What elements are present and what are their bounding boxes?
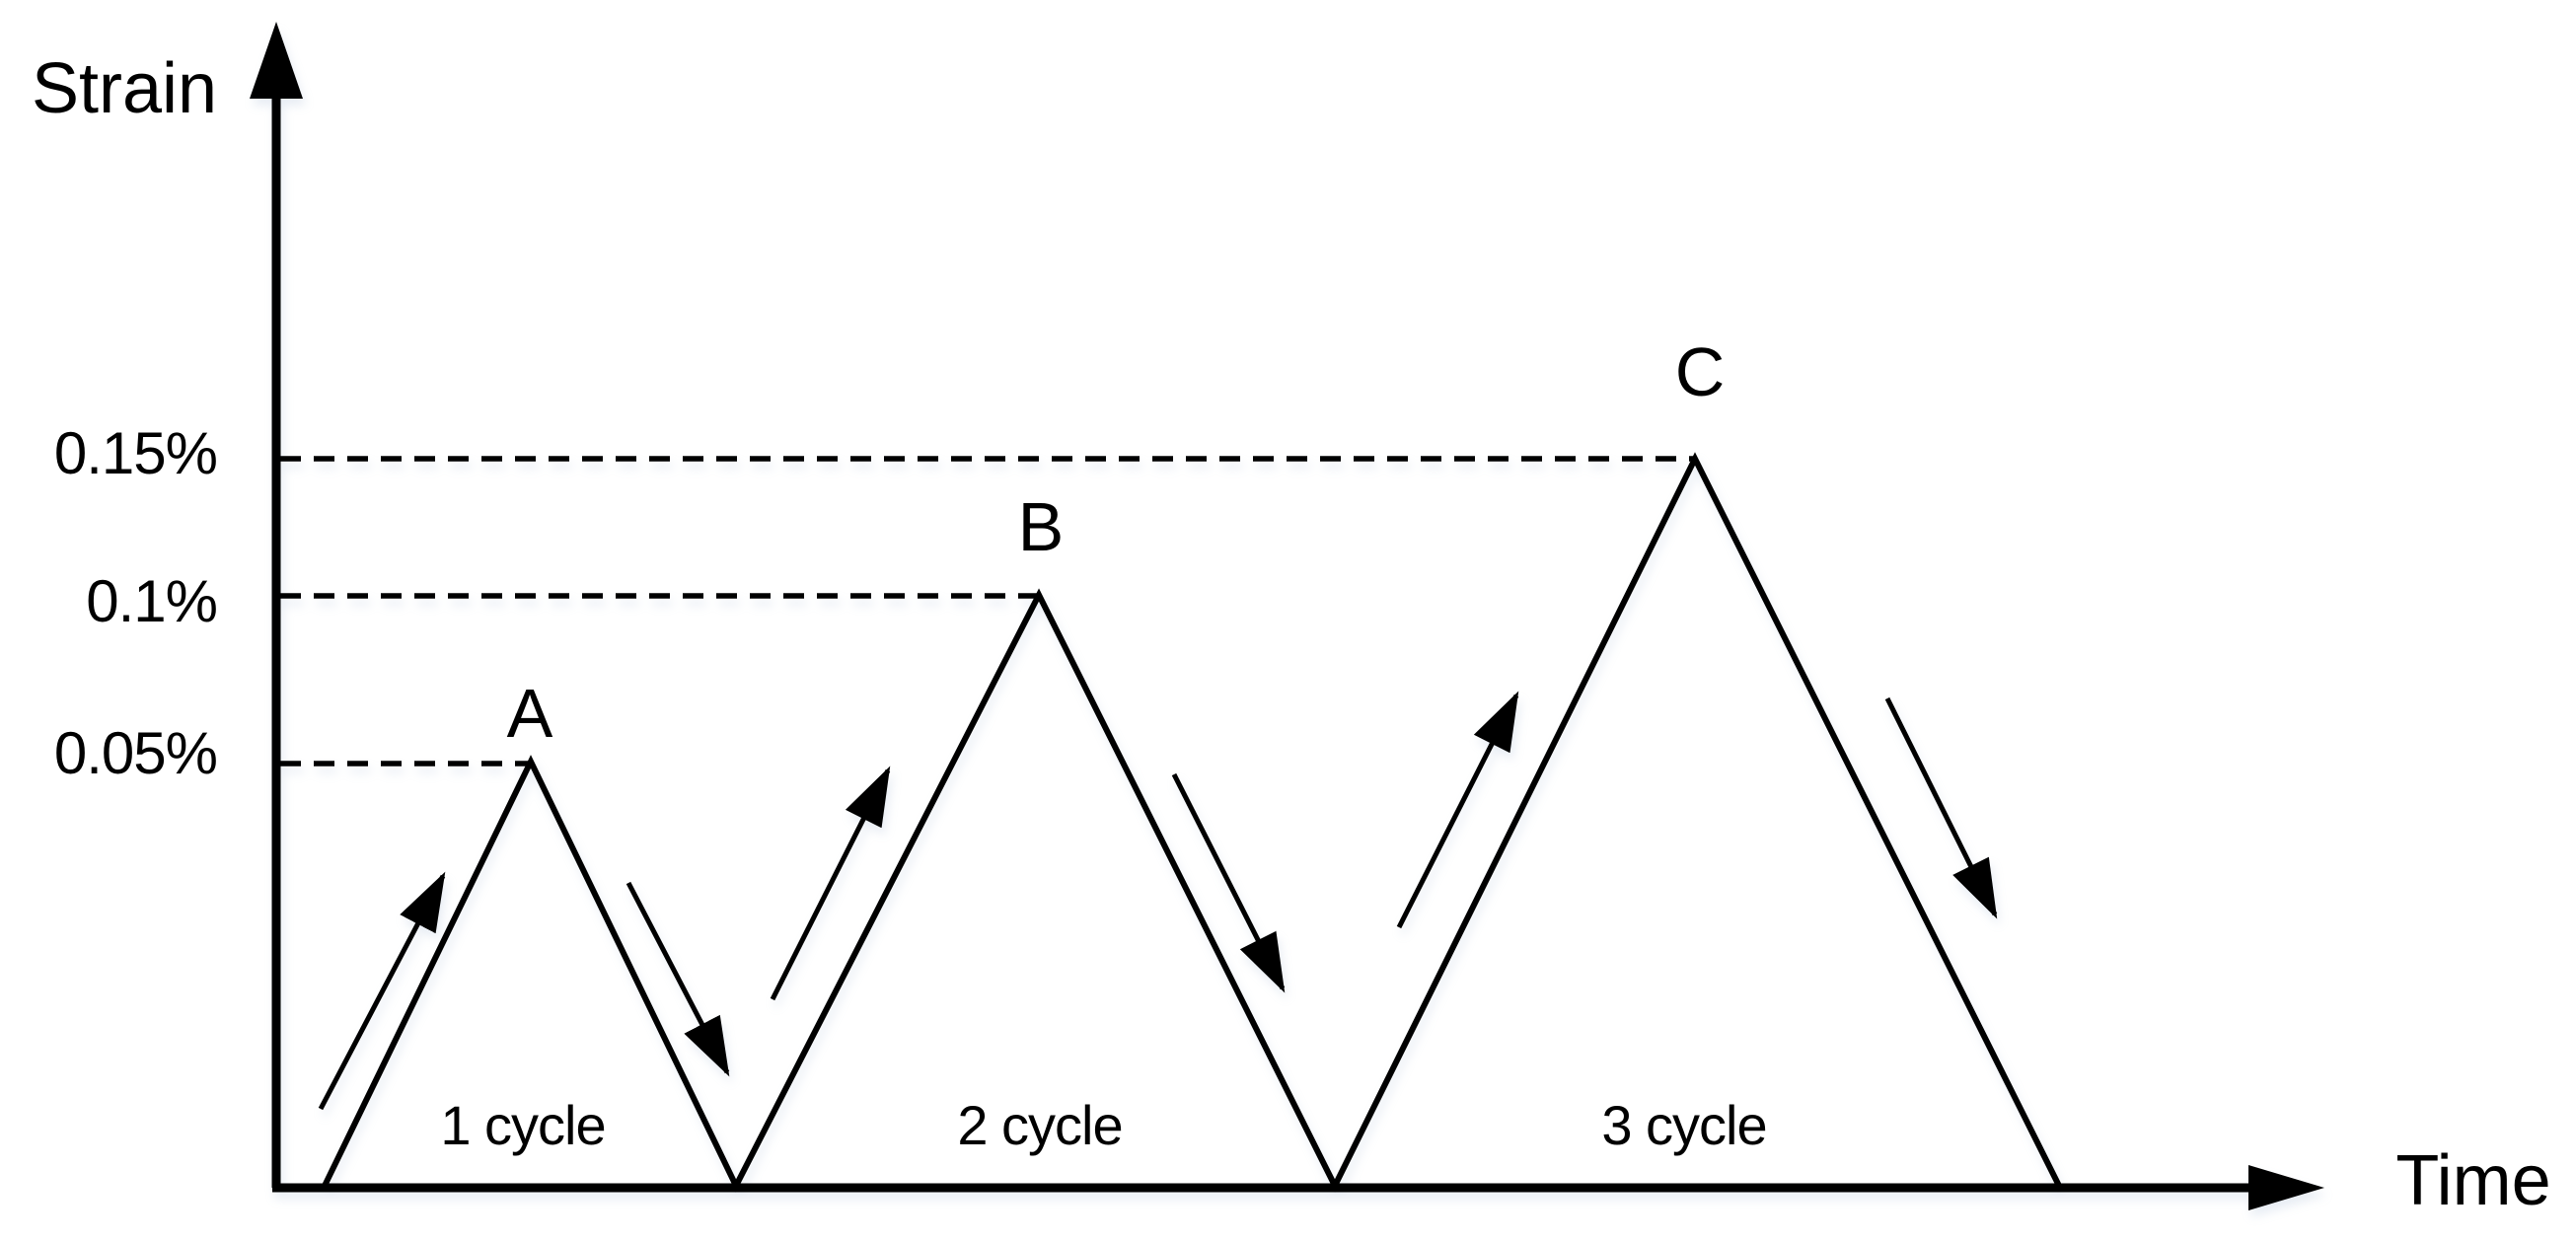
- unloading-arrow-cycle3-icon: [1884, 696, 1998, 919]
- y-axis-title: Strain: [31, 49, 218, 128]
- y-tick-label-0-05: 0.05%: [53, 720, 218, 786]
- peak-label-b: B: [1017, 488, 1065, 565]
- peak-label-a: A: [506, 675, 553, 752]
- y-tick-label-0-15: 0.15%: [53, 420, 218, 486]
- loading-arrow-cycle2-icon: [770, 766, 891, 1001]
- y-axis-arrowhead-icon: [250, 22, 303, 99]
- x-axis-arrowhead-icon: [2248, 1165, 2324, 1210]
- unloading-arrow-cycle2-icon: [1171, 772, 1286, 993]
- peak-label-c: C: [1674, 333, 1726, 410]
- cycle-label-2: 2 cycle: [957, 1094, 1123, 1156]
- strain-waveform: [322, 452, 2062, 1193]
- cycle-label-1: 1 cycle: [440, 1094, 606, 1156]
- unloading-arrow-cycle1-icon: [626, 881, 730, 1077]
- loading-arrow-cycle1-icon: [318, 871, 446, 1111]
- y-tick-label-0-1: 0.1%: [86, 568, 218, 634]
- cycle-label-3: 3 cycle: [1601, 1094, 1767, 1156]
- x-axis-title: Time: [2395, 1141, 2551, 1220]
- loading-arrow-cycle3-icon: [1396, 691, 1519, 929]
